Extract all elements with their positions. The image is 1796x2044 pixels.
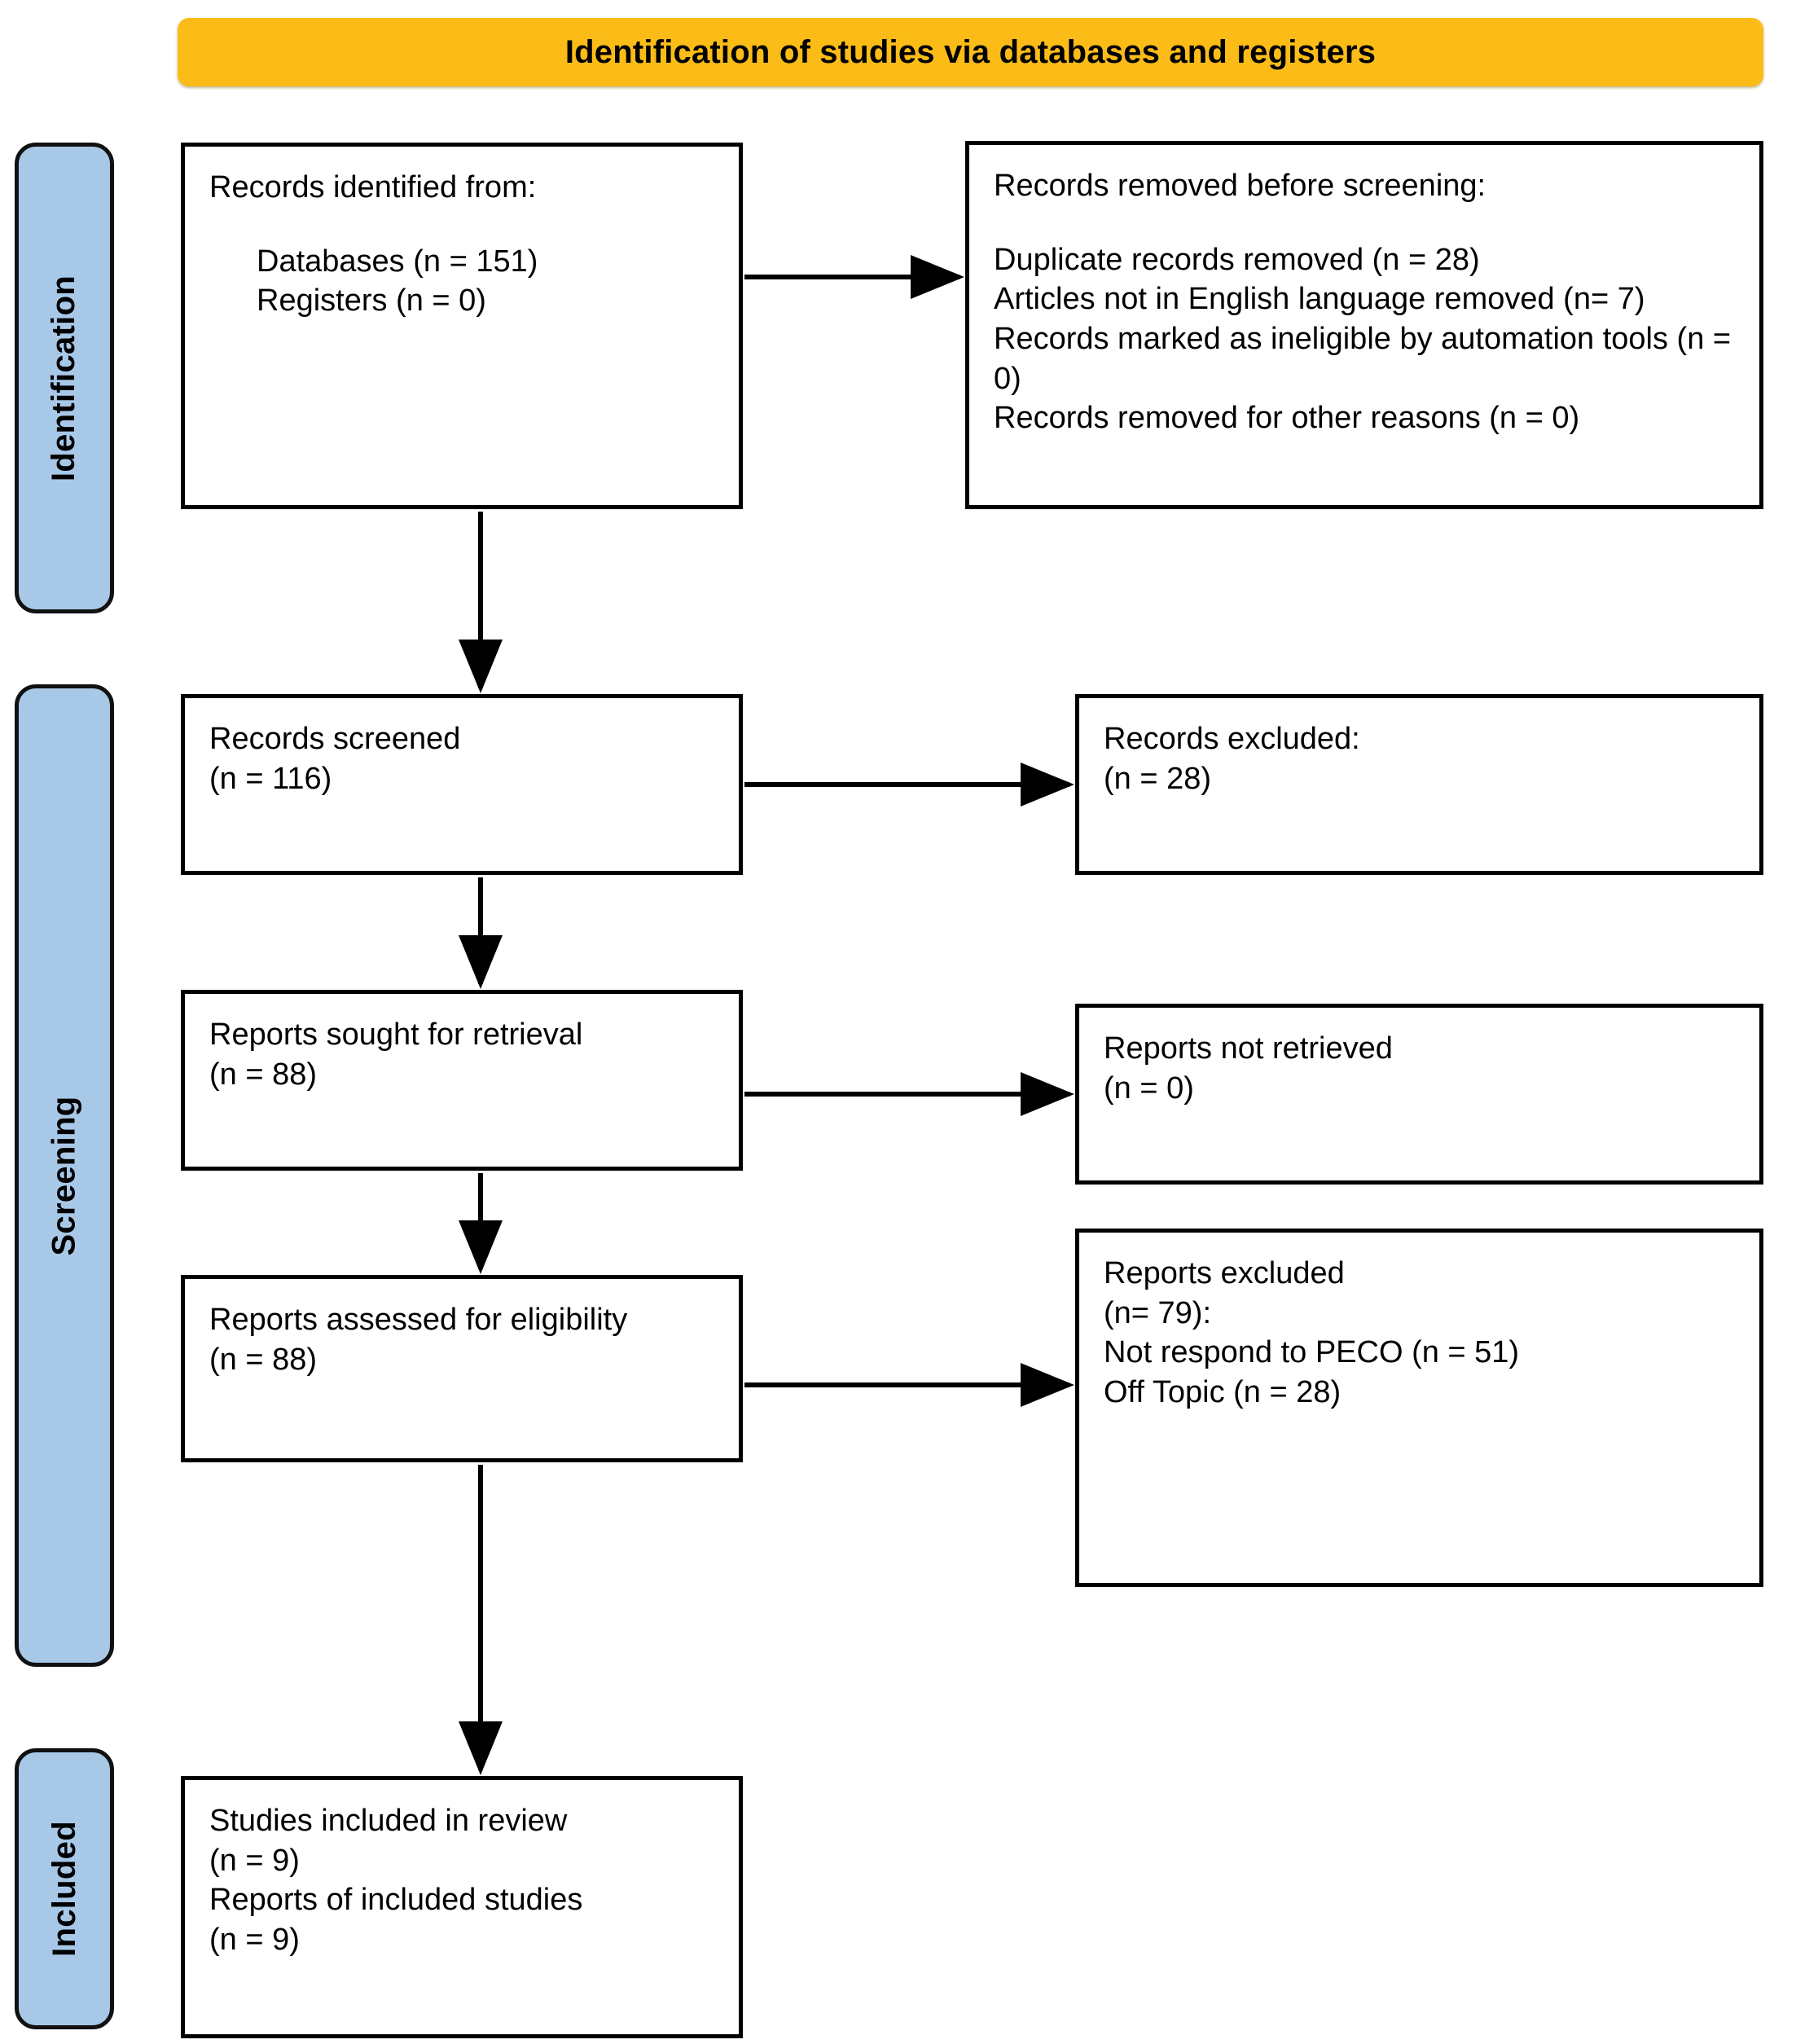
studies-included-title: Studies included in review <box>209 1804 568 1838</box>
box-records-excluded: Records excluded: (n = 28) <box>1075 694 1763 875</box>
studies-included-count: (n = 9) <box>209 1843 300 1878</box>
records-identified-databases: Databases (n = 151) <box>257 244 538 279</box>
records-excluded-title: Records excluded: <box>1104 722 1360 756</box>
reports-not-retrieved-title: Reports not retrieved <box>1104 1031 1393 1066</box>
records-excluded-count: (n = 28) <box>1104 761 1212 796</box>
records-screened-count: (n = 116) <box>209 761 332 796</box>
records-removed-title: Records removed before screening: <box>994 169 1486 203</box>
records-removed-duplicates: Duplicate records removed (n = 28) <box>994 242 1480 277</box>
records-removed-language: Articles not in English language removed… <box>994 282 1645 317</box>
diagram-header-banner: Identification of studies via databases … <box>178 18 1763 86</box>
reports-of-included-count: (n = 9) <box>209 1922 300 1957</box>
reports-excluded-reason-offtopic: Off Topic (n = 28) <box>1104 1374 1342 1409</box>
box-reports-assessed: Reports assessed for eligibility (n = 88… <box>181 1275 743 1462</box>
reports-assessed-title: Reports assessed for eligibility <box>209 1303 628 1337</box>
reports-sought-title: Reports sought for retrieval <box>209 1018 583 1052</box>
spacer <box>209 208 718 242</box>
stage-band-included: Included <box>15 1748 114 2029</box>
stage-label-screening: Screening <box>46 1095 82 1256</box>
box-records-screened: Records screened (n = 116) <box>181 694 743 875</box>
stage-label-identification: Identification <box>46 275 82 481</box>
stage-band-identification: Identification <box>15 143 114 613</box>
reports-excluded-reason-peco: Not respond to PECO (n = 51) <box>1104 1335 1520 1370</box>
page-title: Identification of studies via databases … <box>564 34 1377 70</box>
reports-assessed-count: (n = 88) <box>209 1342 318 1377</box>
reports-sought-count: (n = 88) <box>209 1057 318 1092</box>
reports-of-included-title: Reports of included studies <box>209 1883 583 1918</box>
box-reports-excluded: Reports excluded (n= 79): Not respond to… <box>1075 1229 1763 1587</box>
stage-band-screening: Screening <box>15 684 114 1667</box>
box-studies-included: Studies included in review (n = 9) Repor… <box>181 1776 743 2038</box>
reports-not-retrieved-count: (n = 0) <box>1104 1070 1194 1106</box>
records-identified-registers: Registers (n = 0) <box>257 284 486 319</box>
reports-excluded-title: Reports excluded <box>1104 1256 1345 1290</box>
records-removed-other: Records removed for other reasons (n = 0… <box>994 401 1580 436</box>
spacer <box>994 206 1738 240</box>
records-identified-title: Records identified from: <box>209 170 537 204</box>
box-reports-not-retrieved: Reports not retrieved (n = 0) <box>1075 1004 1763 1185</box>
stage-label-included: Included <box>46 1821 82 1957</box>
records-removed-automation: Records marked as ineligible by automati… <box>994 321 1740 396</box>
box-reports-sought: Reports sought for retrieval (n = 88) <box>181 990 743 1171</box>
records-screened-title: Records screened <box>209 722 461 756</box>
box-records-identified: Records identified from: Databases (n = … <box>181 143 743 509</box>
box-records-removed: Records removed before screening: Duplic… <box>965 141 1763 509</box>
reports-excluded-count: (n= 79): <box>1104 1295 1212 1330</box>
